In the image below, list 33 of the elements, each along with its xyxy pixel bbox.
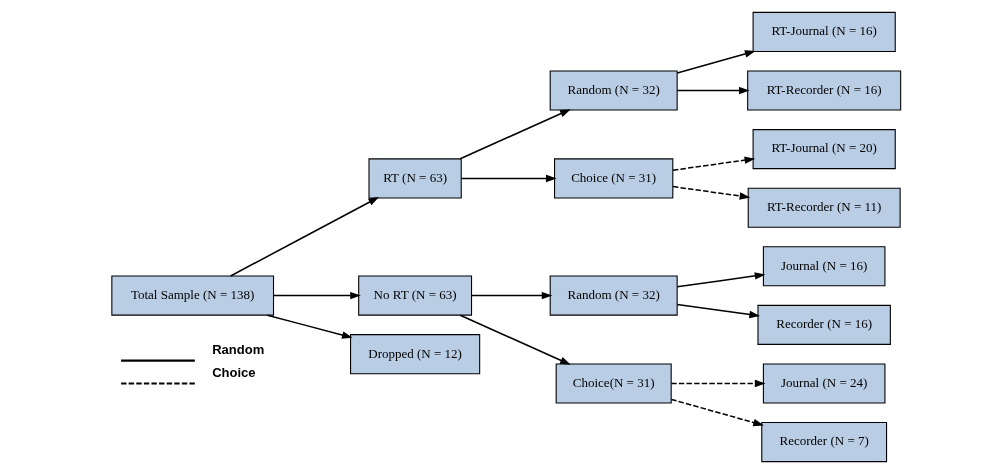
legend-label: Random — [212, 341, 265, 357]
node-box: Journal (N = 24) — [762, 363, 886, 404]
node-box: Dropped (N = 12) — [350, 334, 481, 375]
arrow — [676, 50, 756, 74]
legend-label: Choice — [212, 364, 256, 380]
arrow — [459, 109, 571, 160]
arrow — [670, 398, 764, 427]
arrow — [229, 197, 380, 277]
node-box: Total Sample (N = 138) — [111, 275, 275, 316]
node-box: Journal (N = 16) — [762, 246, 886, 287]
arrow — [672, 185, 751, 200]
node-box: No RT (N = 63) — [358, 275, 473, 316]
node-box: RT-Recorder (N = 11) — [747, 187, 901, 228]
arrow — [471, 291, 553, 300]
arrow — [459, 314, 571, 365]
node-box: Random (N = 32) — [549, 275, 678, 316]
arrow — [676, 86, 750, 95]
node-box: RT (N = 63) — [368, 158, 462, 199]
node-box: Recorder (N = 16) — [757, 304, 891, 345]
arrow — [676, 272, 766, 288]
arrow — [460, 174, 557, 183]
node-box: Choice(N = 31) — [555, 363, 672, 404]
node-box: Random (N = 32) — [549, 70, 678, 111]
arrow — [266, 314, 353, 339]
arrow — [676, 303, 760, 319]
node-box: RT-Journal (N = 16) — [752, 11, 896, 52]
node-box: RT-Recorder (N = 16) — [747, 70, 902, 111]
node-box: Recorder (N = 7) — [761, 422, 888, 463]
arrow — [670, 379, 766, 388]
arrow — [272, 291, 361, 300]
node-box: Choice (N = 31) — [554, 158, 674, 199]
arrow — [672, 156, 756, 171]
node-box: RT-Journal (N = 20) — [752, 129, 896, 170]
